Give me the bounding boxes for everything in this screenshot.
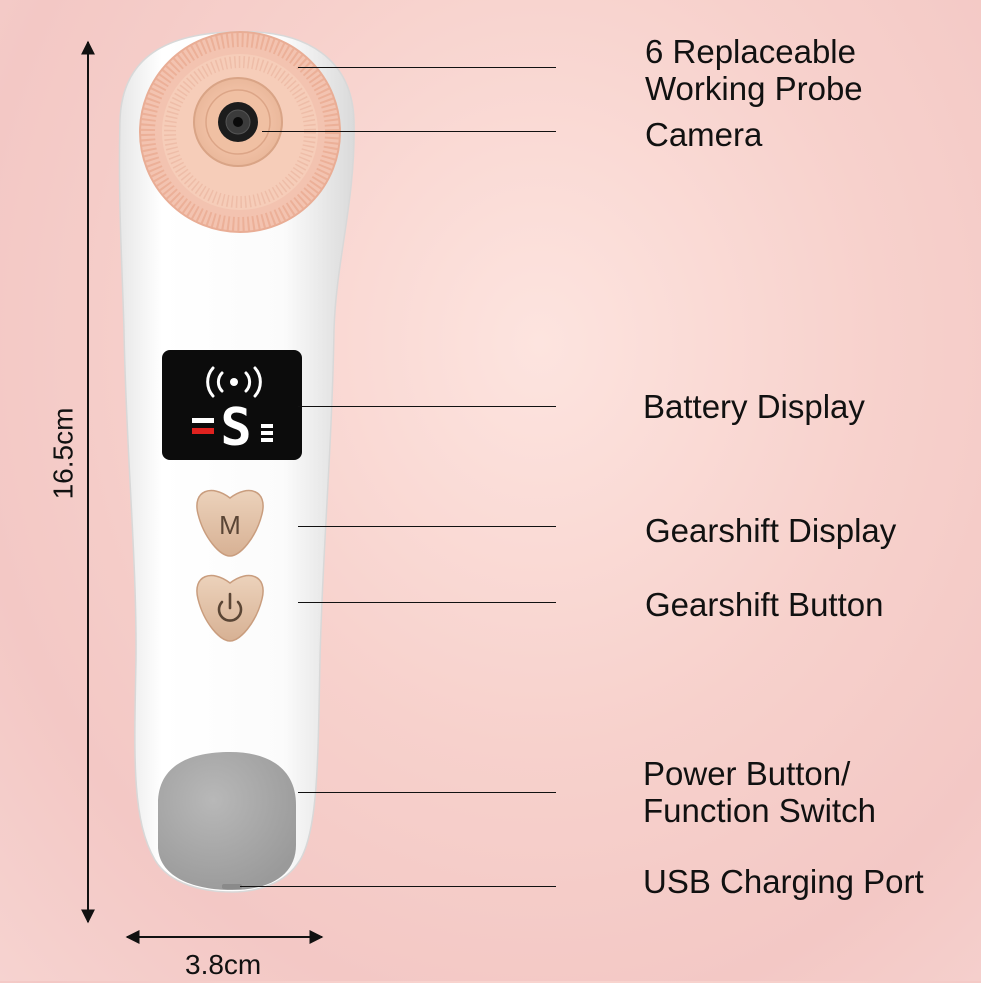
- width-dimension-label: 3.8cm: [185, 949, 262, 980]
- usb-charging-port: [222, 884, 242, 889]
- camera-center: [233, 117, 243, 127]
- callout-power-line1: Power Button/: [643, 755, 851, 792]
- mode-bar-red: [192, 428, 214, 434]
- power-icon: [217, 592, 243, 622]
- brush-inner-bristles: [164, 56, 316, 208]
- gear-button-leader: [298, 602, 556, 603]
- callout-probe-line2: Working Probe: [645, 70, 863, 107]
- height-dimension-label: 16.5cm: [47, 407, 79, 500]
- power-leader: [298, 792, 556, 793]
- gear-display-leader: [298, 526, 556, 527]
- callout-camera: Camera: [645, 116, 763, 153]
- probe-leader: [298, 67, 556, 68]
- camera-leader: [262, 131, 556, 132]
- callout-probe-line1: 6 Replaceable: [645, 33, 856, 70]
- mode-bar-white: [192, 418, 214, 423]
- battery-level-icon: [261, 424, 273, 442]
- usb-leader: [240, 886, 556, 887]
- callout-battery: Battery Display: [643, 388, 865, 425]
- gear-digit: S: [220, 398, 251, 458]
- callout-power-line2: Function Switch: [643, 792, 876, 829]
- callout-usb: USB Charging Port: [643, 863, 924, 900]
- vibration-icon: [206, 366, 262, 398]
- battery-leader: [298, 406, 556, 407]
- handle-grip: [158, 752, 296, 890]
- callout-gear-display: Gearshift Display: [645, 512, 897, 549]
- callout-probe: 6 Replaceable: [645, 33, 856, 70]
- brush-bristles: [141, 33, 339, 231]
- mode-button-label: M: [219, 510, 241, 540]
- device-body: [118, 30, 355, 893]
- mode-button[interactable]: [196, 489, 264, 557]
- callout-gear-button: Gearshift Button: [645, 586, 884, 623]
